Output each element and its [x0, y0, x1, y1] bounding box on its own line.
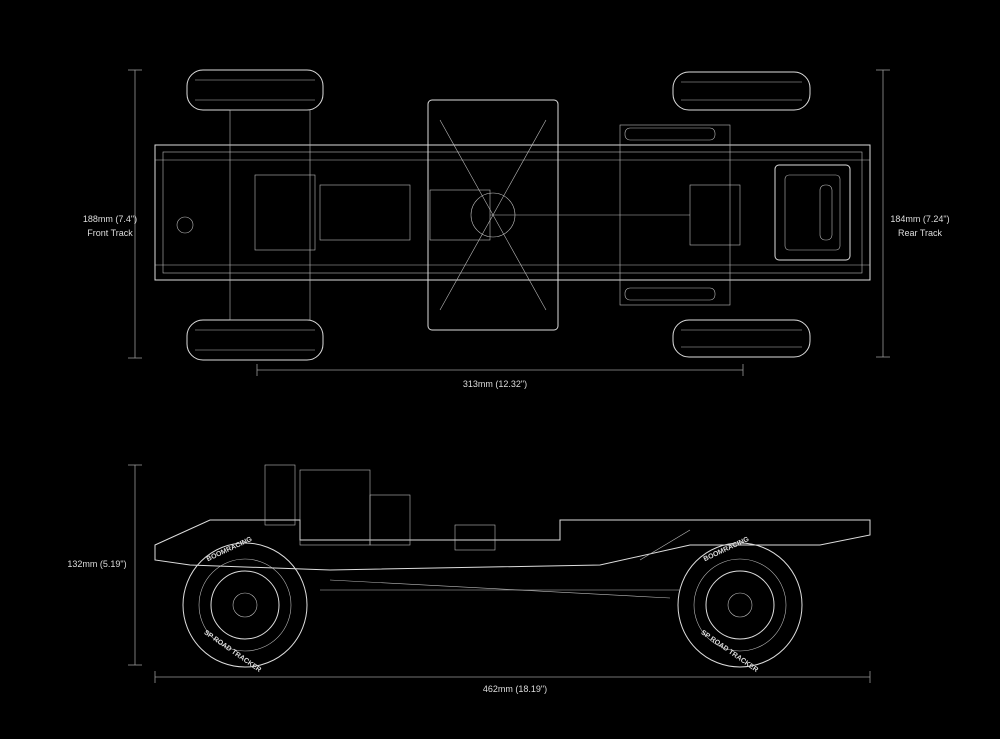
rear-track-caption: Rear Track — [897, 228, 942, 238]
top-view — [128, 69, 890, 376]
front-right-tire — [186, 319, 324, 361]
length-dimension — [154, 671, 871, 683]
rear-wheel — [677, 542, 803, 668]
side-frame — [154, 519, 871, 599]
height-label: 132mm (5.19") — [67, 559, 127, 569]
frame — [154, 109, 871, 321]
front-track-label: 188mm (7.4") Front Track — [70, 212, 150, 240]
front-track-caption: Front Track — [87, 228, 133, 238]
rear-track-dimension — [876, 69, 890, 358]
wheelbase-label: 313mm (12.32") — [462, 379, 528, 389]
wheelbase-dimension — [256, 364, 744, 376]
side-view — [128, 464, 871, 683]
length-label: 462mm (18.19") — [482, 684, 548, 694]
rear-track-label: 184mm (7.24") Rear Track — [878, 212, 962, 240]
front-left-tire — [186, 69, 324, 111]
rear-right-tire — [672, 319, 811, 358]
rear-track-value: 184mm (7.24") — [890, 214, 950, 224]
side-gearbox — [264, 464, 691, 561]
battery-tray — [774, 164, 851, 261]
rear-shocks — [624, 127, 716, 301]
front-wheel — [182, 542, 308, 668]
front-track-dimension — [128, 69, 142, 359]
drivetrain — [176, 174, 741, 251]
height-dimension — [128, 464, 142, 666]
front-track-value: 188mm (7.4") — [82, 214, 138, 224]
rear-left-tire — [672, 71, 811, 111]
